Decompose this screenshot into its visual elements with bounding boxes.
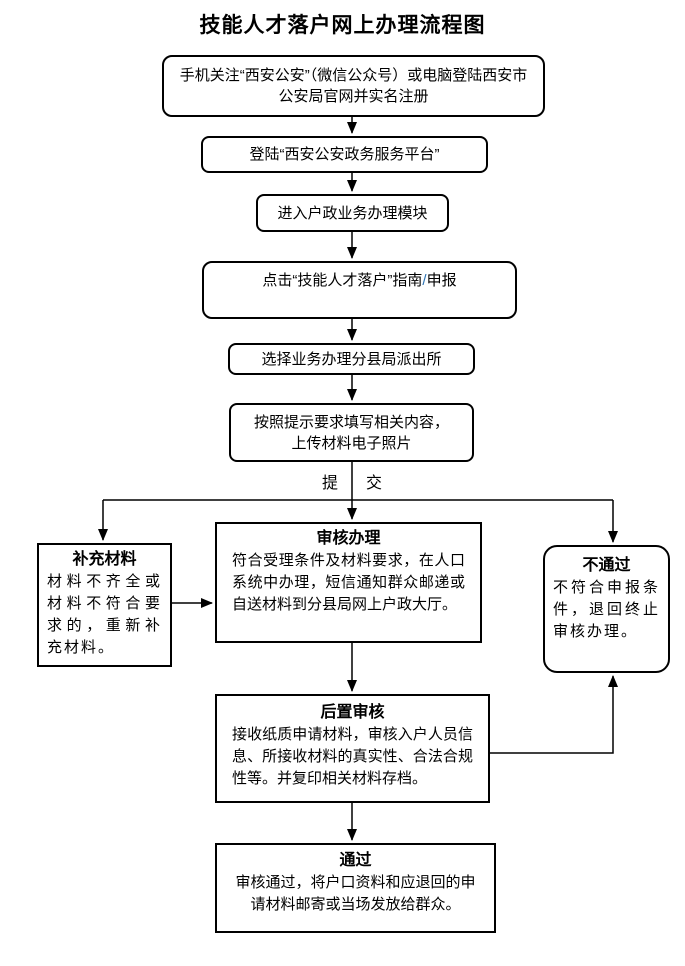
guide-text-before-slash: 点击“技能人才落户”指南 <box>262 272 423 289</box>
node-fill-upload: 按照提示要求填写相关内容，上传材料电子照片 <box>229 403 474 462</box>
node-supplement-body: 材料不齐全或材料不符合要求的，重新补充材料。 <box>47 573 162 656</box>
node-enter-hukou-module: 进入户政业务办理模块 <box>256 194 449 232</box>
node-reject-title: 不通过 <box>582 557 631 574</box>
node-reject: 不通过 不符合申报条件，退回终止审核办理。 <box>543 545 670 673</box>
node-pass-title: 通过 <box>339 852 372 869</box>
node-select-police-station: 选择业务办理分县局派出所 <box>228 343 475 375</box>
node-click-guide-apply-text: 点击“技能人才落户”指南/申报 <box>262 270 456 291</box>
submit-label-char2: 交 <box>366 475 383 492</box>
node-register-account: 手机关注“西安公安”（微信公众号）或电脑登陆西安市公安局官网并实名注册 <box>162 55 545 117</box>
node-post-review-body: 接收纸质申请材料，审核入户人员信息、所接收材料的真实性、合法合规性等。并复印相关… <box>232 726 473 787</box>
guide-text-after-slash: 申报 <box>426 272 457 289</box>
page-title: 技能人才落户网上办理流程图 <box>199 14 486 37</box>
node-fill-upload-text: 按照提示要求填写相关内容，上传材料电子照片 <box>253 413 449 452</box>
submit-label-char1: 提 <box>321 475 338 492</box>
node-supplement-materials: 补充材料 材料不齐全或材料不符合要求的，重新补充材料。 <box>37 543 172 667</box>
node-enter-hukou-module-text: 进入户政业务办理模块 <box>277 204 428 222</box>
node-select-police-station-text: 选择业务办理分县局派出所 <box>261 350 442 368</box>
node-register-account-text: 手机关注“西安公安”（微信公众号）或电脑登陆西安市公安局官网并实名注册 <box>179 67 528 105</box>
node-pass: 通过 审核通过，将户口资料和应退回的申请材料邮寄或当场发放给群众。 <box>215 843 496 933</box>
node-supplement-title: 补充材料 <box>72 551 137 568</box>
node-review-process: 审核办理 符合受理条件及材料要求，在人口系统中办理，短信通知群众邮递或自送材料到… <box>215 522 482 643</box>
node-review-body: 符合受理条件及材料要求，在人口系统中办理，短信通知群众邮递或自送材料到分县局网上… <box>232 552 465 613</box>
node-post-review: 后置审核 接收纸质申请材料，审核入户人员信息、所接收材料的真实性、合法合规性等。… <box>215 694 490 803</box>
submit-label: 提 交 <box>272 473 432 495</box>
node-post-review-title: 后置审核 <box>320 704 385 721</box>
node-login-platform: 登陆“西安公安政务服务平台” <box>201 136 488 173</box>
node-review-title: 审核办理 <box>316 530 381 547</box>
node-reject-body: 不符合申报条件，退回终止审核办理。 <box>553 579 660 640</box>
node-login-platform-text: 登陆“西安公安政务服务平台” <box>249 146 440 163</box>
arrow-postreview-reject <box>489 675 618 754</box>
guide-slash: / <box>422 272 427 289</box>
node-pass-body: 审核通过，将户口资料和应退回的申请材料邮寄或当场发放给群众。 <box>235 874 476 913</box>
node-click-guide-apply: 点击“技能人才落户”指南/申报 <box>202 261 517 319</box>
